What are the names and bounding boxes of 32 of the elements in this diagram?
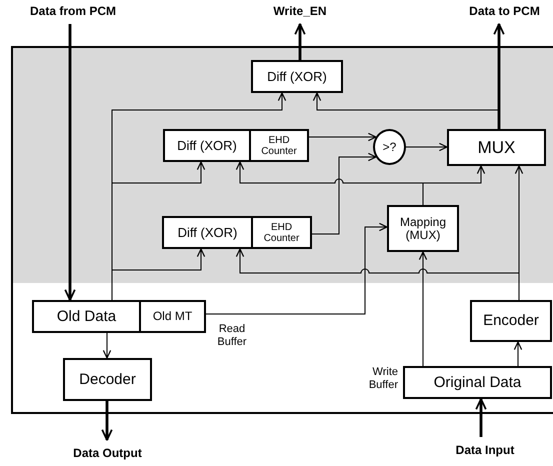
block: Diff (XOR) [162, 216, 253, 249]
arrow [312, 92, 500, 130]
block: Original Data [403, 366, 552, 399]
signal-label: Data to PCM [456, 3, 553, 19]
signal-label: Data from PCM [14, 3, 132, 19]
arrow [514, 341, 522, 366]
buffer-label: Read Buffer [216, 323, 248, 349]
block: Mapping (MUX) [387, 205, 459, 252]
block: Decoder [63, 358, 152, 401]
arrow [493, 23, 505, 129]
block: EHD Counter [249, 129, 309, 162]
block: EHD Counter [251, 216, 312, 249]
block: Old Data [32, 300, 141, 333]
arrow [206, 222, 388, 314]
block: Diff (XOR) [163, 129, 251, 162]
arrow [102, 332, 112, 359]
arrow [294, 23, 306, 60]
arrow [64, 24, 76, 301]
arrow [418, 251, 428, 366]
block: MUX [447, 129, 546, 166]
arrow [475, 398, 487, 437]
block: Diff (XOR) [251, 60, 343, 93]
arrow [406, 142, 448, 152]
signal-label: Write_EN [260, 3, 340, 19]
signal-label: Data Output [55, 445, 160, 461]
arrow [101, 401, 113, 441]
buffer-label: Write Buffer [368, 366, 398, 392]
signal-label: Data Input [440, 442, 530, 458]
block: Old MT [139, 300, 206, 333]
arrow [312, 152, 377, 234]
arrow [308, 132, 377, 142]
block: Encoder [470, 300, 552, 342]
